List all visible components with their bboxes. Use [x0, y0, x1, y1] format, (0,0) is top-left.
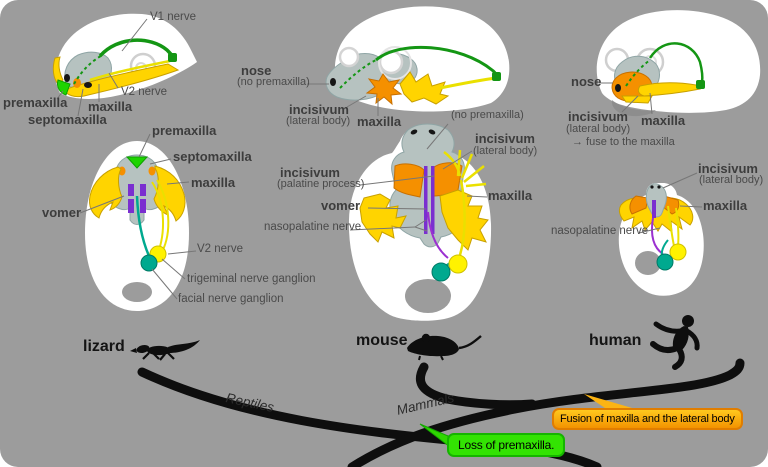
label-lizard-ventral-premaxilla: premaxilla	[152, 123, 217, 138]
fusion-callout-pointer	[584, 394, 639, 410]
label-mouse-ventral-no-premaxilla: (no premaxilla)	[451, 109, 524, 121]
vomer-shape	[652, 200, 656, 218]
premaxilla-shape	[125, 156, 149, 169]
mammal-branch	[347, 358, 745, 467]
label-human-side-nose: nose	[571, 74, 602, 89]
nostril	[650, 185, 654, 189]
label-human-side-fuse-note: → fuse to the maxilla	[572, 136, 675, 148]
animal-silhouettes	[130, 315, 700, 370]
human-silhouette	[650, 315, 700, 370]
mouse-ventral-skull	[348, 123, 492, 321]
human-side-skull	[596, 10, 761, 117]
nostril	[657, 185, 661, 189]
label-lizard-ventral-v2-nerve: V2 nerve	[197, 243, 244, 255]
facial-ganglion	[140, 254, 158, 272]
nerve-node	[696, 80, 705, 89]
mouse-branch	[415, 362, 537, 410]
label-lizard-ventral-maxilla: maxilla	[191, 175, 236, 190]
label-taxon-human: human	[589, 332, 642, 349]
human-ventral-skull	[618, 183, 704, 296]
mouse-silhouette	[407, 333, 482, 361]
label-lizard-side-septomaxilla: septomaxilla	[28, 112, 107, 127]
mouse-side-skull	[325, 6, 510, 112]
vomer-shape	[424, 166, 435, 234]
label-taxon-mouse: mouse	[356, 332, 408, 349]
label-lizard-ventral-septomaxilla: septomaxilla	[173, 149, 252, 164]
label-mouse-side-incisivum-sub: (lateral body)	[286, 115, 351, 127]
lizard-ventral-skull	[85, 141, 189, 311]
facial-ganglion	[656, 253, 674, 271]
label-human-ventral-incisivum: incisivum	[698, 161, 758, 176]
label-human-side-incisivum-sub: (lateral body)	[566, 123, 631, 135]
septomaxilla-shape	[148, 166, 156, 176]
foramen-magnum	[405, 279, 451, 313]
nostril	[84, 82, 92, 88]
foramen-magnum	[122, 282, 152, 302]
nostril	[410, 129, 418, 135]
label-mouse-ventral-incisivum-lateral: incisivum	[475, 131, 535, 146]
label-mouse-side-maxilla: maxilla	[357, 114, 402, 129]
label-mouse-ventral-incisivum-palatine-sub: (palatine process)	[277, 178, 365, 190]
label-mouse-ventral-nasopalatine: nasopalatine nerve	[264, 221, 362, 233]
label-lizard-side-v1-nerve: V1 nerve	[150, 11, 197, 23]
incisivum-shape	[365, 73, 403, 106]
maxilla-shape	[52, 56, 180, 98]
premaxilla-shape	[57, 79, 71, 96]
loss-of-premaxilla-callout: Loss of premaxilla.	[447, 433, 566, 457]
nerve-node	[168, 53, 177, 62]
label-mouse-ventral-incisivum-lateral-sub: (lateral body)	[473, 145, 538, 157]
nostril	[330, 78, 336, 86]
nostril	[428, 129, 436, 135]
label-mouse-side-nose-sub: (no premaxilla)	[237, 76, 310, 88]
facial-ganglion	[431, 262, 451, 282]
jaw-shadow	[611, 100, 656, 117]
maxilla-shape	[399, 71, 450, 105]
nasal-capsule	[645, 183, 667, 218]
ear-capsule-ring	[338, 46, 360, 68]
v2-nerve-path	[151, 179, 170, 253]
label-lizard-ventral-trigeminal: trigeminal nerve ganglion	[187, 273, 316, 285]
trigeminal-ganglion	[448, 254, 468, 274]
label-lizard-side-v2-nerve: V2 nerve	[121, 86, 168, 98]
nostril	[615, 84, 621, 92]
v1-nerve-path	[625, 42, 704, 87]
label-human-ventral-nasopalatine: nasopalatine nerve	[551, 225, 649, 237]
facial-nerve-path	[135, 195, 151, 257]
label-lizard-ventral-vomer: vomer	[42, 205, 82, 220]
label-mouse-ventral-vomer: vomer	[321, 198, 361, 213]
label-mouse-ventral-incisivum-palatine: incisivum	[280, 165, 340, 180]
label-lizard-side-maxilla: maxilla	[88, 99, 133, 114]
label-human-side-maxilla: maxilla	[641, 113, 686, 128]
maxilla-shape	[621, 82, 702, 104]
label-mouse-side-nose: nose	[241, 63, 272, 78]
label-human-ventral-incisivum-sub: (lateral body)	[699, 174, 764, 186]
v2-nerve-path	[439, 76, 497, 90]
label-lizard-ventral-facial: facial nerve ganglion	[178, 293, 284, 305]
vomer-shape	[128, 184, 146, 213]
label-mouse-side-incisivum: incisivum	[289, 102, 349, 117]
fusion-callout: Fusion of maxilla and the lateral body	[552, 408, 743, 430]
label-taxon-lizard: lizard	[83, 338, 125, 355]
leader-lines	[56, 18, 703, 300]
lizard-side-skull	[52, 13, 197, 99]
label-mouse-ventral-maxilla: maxilla	[488, 188, 533, 203]
v2-nerve-path	[89, 59, 171, 82]
nostril	[64, 74, 70, 82]
septomaxilla-shape	[73, 78, 81, 88]
lizard-silhouette	[130, 340, 200, 361]
label-human-ventral-maxilla: maxilla	[703, 198, 748, 213]
foramen-magnum	[635, 251, 661, 275]
nasopalatine-nerve-path	[427, 211, 449, 259]
label-human-side-incisivum: incisivum	[568, 109, 628, 124]
label-lizard-side-premaxilla: premaxilla	[3, 95, 68, 110]
v2-nerve-branches	[667, 205, 680, 247]
nerve-node	[492, 72, 501, 81]
trigeminal-ganglion	[669, 243, 687, 261]
ear-capsule-ring	[378, 46, 412, 80]
